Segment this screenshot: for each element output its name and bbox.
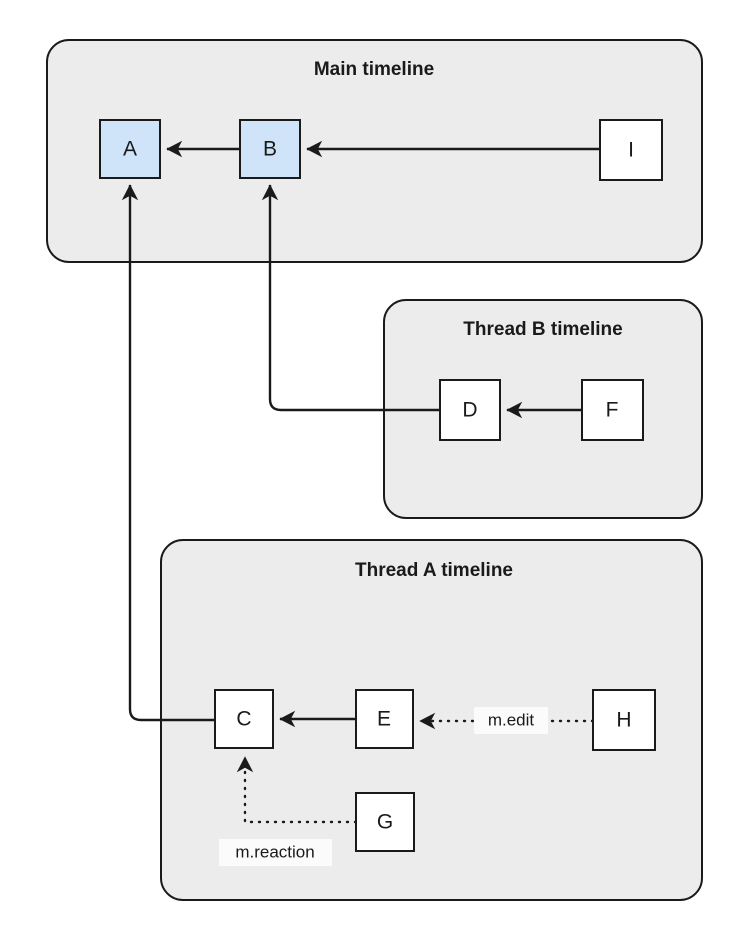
node-a[interactable]: A (99, 119, 161, 179)
node-c[interactable]: C (214, 689, 274, 749)
node-b-label: B (263, 138, 277, 161)
edge-label-m-reaction-text: m.reaction (235, 842, 314, 861)
container-thread-b-timeline-title: Thread B timeline (463, 319, 622, 340)
node-d-label: D (462, 399, 477, 422)
node-f-box (581, 379, 644, 441)
node-g-box (355, 792, 415, 852)
node-a-box (99, 119, 161, 179)
node-c-box (214, 689, 274, 749)
node-i[interactable]: I (599, 119, 663, 181)
container-thread-a-timeline-title: Thread A timeline (355, 560, 513, 581)
node-i-label: I (628, 139, 634, 162)
container-main-timeline-title: Main timeline (314, 59, 434, 80)
node-b-box (239, 119, 301, 179)
edge-d-to-b[interactable] (261, 184, 440, 412)
edge-label-m-edit: m.edit (474, 707, 548, 734)
container-main-timeline[interactable]: Main timeline (46, 39, 703, 263)
node-e-box (355, 689, 414, 749)
edge-label-m-reaction-bg (219, 839, 332, 866)
node-b[interactable]: B (239, 119, 301, 179)
node-h[interactable]: H (592, 689, 656, 751)
node-f[interactable]: F (581, 379, 644, 441)
edge-label-m-reaction: m.reaction (219, 839, 332, 866)
node-e[interactable]: E (355, 689, 414, 749)
edge-g-to-c[interactable] (236, 755, 358, 824)
edge-label-m-edit-text: m.edit (488, 710, 535, 729)
edge-label-m-edit-bg (474, 707, 548, 734)
node-h-label: H (616, 709, 631, 732)
node-g[interactable]: G (355, 792, 415, 852)
node-i-box (599, 119, 663, 181)
node-e-label: E (377, 708, 391, 731)
node-d[interactable]: D (439, 379, 501, 441)
node-h-box (592, 689, 656, 751)
edge-c-to-a[interactable] (121, 184, 215, 722)
node-f-label: F (606, 399, 619, 422)
node-d-box (439, 379, 501, 441)
node-a-label: A (123, 138, 137, 161)
node-c-label: C (236, 708, 251, 731)
container-main-timeline-rect (46, 39, 703, 263)
node-g-label: G (377, 811, 393, 834)
